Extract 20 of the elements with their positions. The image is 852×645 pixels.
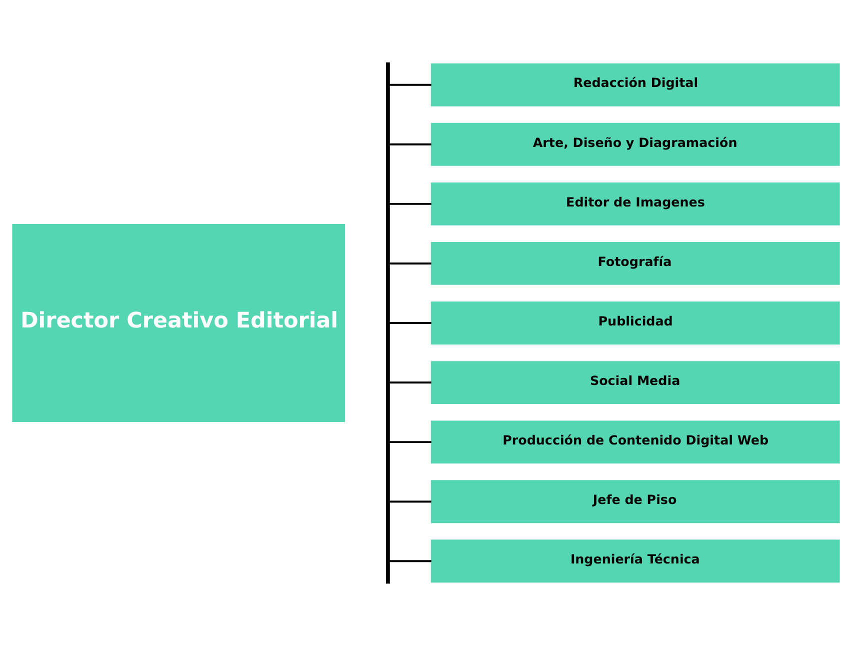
node-box: Producción de Contenido Digital Web (430, 420, 840, 464)
node-box: Ingeniería Técnica (430, 539, 840, 582)
node-box: Redacción Digital (430, 62, 840, 106)
connector (390, 440, 432, 443)
node-bar (386, 62, 390, 584)
connector (390, 500, 432, 502)
connector (390, 322, 432, 324)
node-box: Social Media (430, 360, 840, 404)
connector (390, 560, 432, 562)
node-box: Jefe de Piso (430, 480, 840, 523)
node-box: Editor de Imagenes (430, 182, 840, 225)
connector (390, 142, 432, 145)
connector (390, 83, 432, 86)
node-box: Director Creativo Editorial (12, 223, 345, 422)
connector (390, 262, 432, 264)
node-box: Arte, Diseño y Diagramación (430, 122, 840, 166)
node-box: Fotografía (430, 242, 840, 284)
connector (390, 381, 432, 384)
connector (390, 202, 432, 204)
node-box: Publicidad (430, 301, 840, 344)
